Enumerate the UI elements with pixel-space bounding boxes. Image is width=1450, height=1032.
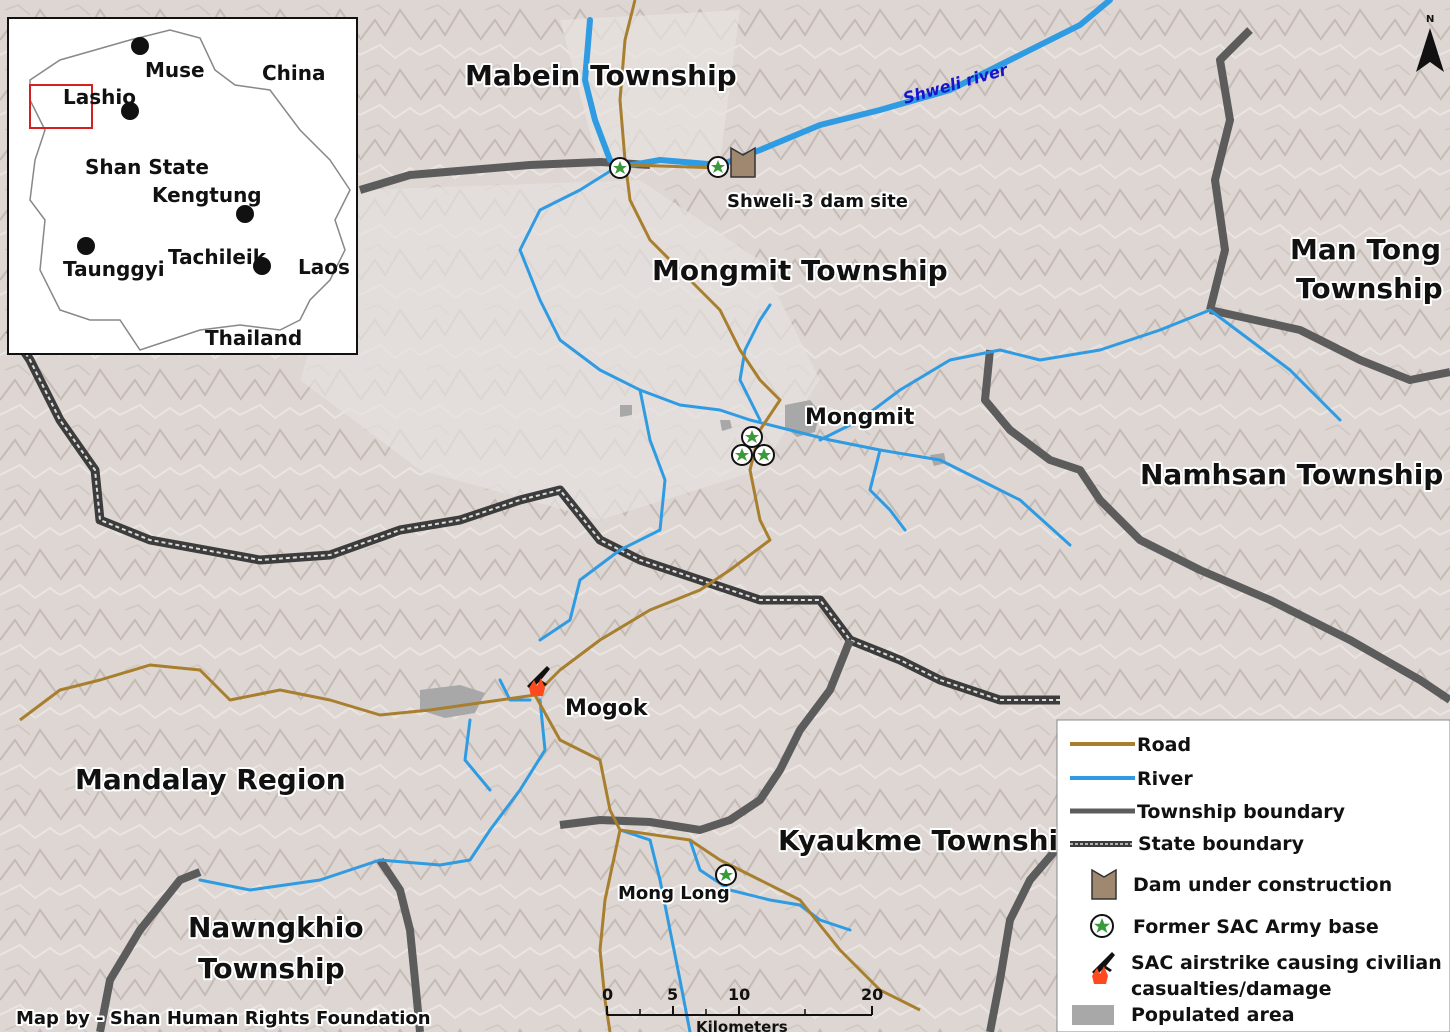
valley-shading xyxy=(560,10,740,170)
legend-road-label: Road xyxy=(1137,734,1191,756)
inset-muse: Muse xyxy=(145,58,205,82)
mabein-label: Mabein Township xyxy=(465,59,737,92)
scale-tick-0: 0 xyxy=(602,985,613,1004)
legend-township-label: Township boundary xyxy=(1137,801,1346,823)
legend-river-label: River xyxy=(1137,768,1193,790)
mong-long-label: Mong Long xyxy=(618,883,730,904)
army-base-icon xyxy=(707,156,729,178)
legend-populated-swatch xyxy=(1072,1005,1114,1025)
nawngkhio-label-line1: Nawngkhio xyxy=(188,911,364,944)
inset-china: China xyxy=(262,61,326,85)
inset-tachileik: Tachileik xyxy=(168,245,267,269)
state-boundary xyxy=(6,327,1060,705)
shweli-river-line xyxy=(612,0,1113,171)
north-arrow-icon xyxy=(1416,28,1444,72)
shweli-dam-label: Shweli-3 dam site xyxy=(727,191,908,212)
inset-shan-state: Shan State xyxy=(85,155,209,179)
legend-army-base-label: Former SAC Army base xyxy=(1133,916,1379,938)
mandalay-label: Mandalay Region xyxy=(75,763,346,796)
township-boundaries xyxy=(96,27,1450,1032)
mogok-label: Mogok xyxy=(565,696,649,721)
inset-taunggyi: Taunggyi xyxy=(63,257,165,281)
inset-thailand: Thailand xyxy=(205,326,302,350)
namhsan-label: Namhsan Township xyxy=(1140,458,1443,491)
army-base-icon xyxy=(741,426,763,448)
nawngkhio-label-line2: Township xyxy=(198,952,345,985)
map-credit: Map by - Shan Human Rights Foundation xyxy=(16,1008,431,1029)
study-area-box xyxy=(29,84,93,129)
kyaukme-label: Kyaukme Township xyxy=(778,824,1078,857)
inset-laos: Laos xyxy=(298,255,350,279)
legend-populated-label: Populated area xyxy=(1131,1004,1295,1026)
army-base-icon xyxy=(731,444,753,466)
dam-icon xyxy=(730,146,756,178)
mongmit-township-label: Mongmit Township xyxy=(652,254,948,287)
north-arrow: N xyxy=(1416,14,1444,72)
shan-state-outline xyxy=(29,29,351,351)
inset-kengtung: Kengtung xyxy=(152,183,262,207)
legend-airstrike-icon xyxy=(1092,952,1115,984)
legend-dam-icon xyxy=(1091,868,1117,900)
man-tong-label-line1: Man Tong xyxy=(1290,233,1441,266)
legend-airstrike-label-line2: casualties/damage xyxy=(1131,978,1332,1000)
legend-state-label: State boundary xyxy=(1138,833,1305,855)
scale-bar: 0 5 10 20 Kilometers xyxy=(602,985,883,1032)
inset-map: Muse China Lashio Shan State Kengtung Ta… xyxy=(7,17,358,355)
rivers xyxy=(198,0,1342,1032)
north-label: N xyxy=(1426,14,1434,25)
scale-tick-10: 10 xyxy=(728,985,750,1004)
mongmit-label: Mongmit xyxy=(805,405,915,430)
airstrike-icon xyxy=(527,666,550,696)
legend-dam-label: Dam under construction xyxy=(1133,874,1392,896)
valley-shading xyxy=(300,180,820,520)
map-labels: Mabein Township Shweli river Shweli-3 da… xyxy=(73,57,1445,987)
army-base-icon xyxy=(715,864,737,886)
legend: Road River Township boundary State bound… xyxy=(1056,719,1450,1032)
inset-lashio: Lashio xyxy=(63,85,136,109)
army-base-markers xyxy=(609,156,775,886)
man-tong-label-line2: Township xyxy=(1296,272,1443,305)
army-base-icon xyxy=(753,444,775,466)
legend-airstrike-label-line1: SAC airstrike causing civilian xyxy=(1131,952,1442,974)
legend-army-base-icon xyxy=(1090,914,1114,938)
scale-tick-20: 20 xyxy=(861,985,883,1004)
army-base-icon xyxy=(609,157,631,179)
scale-unit: Kilometers xyxy=(696,1018,788,1032)
scale-tick-5: 5 xyxy=(667,985,678,1004)
